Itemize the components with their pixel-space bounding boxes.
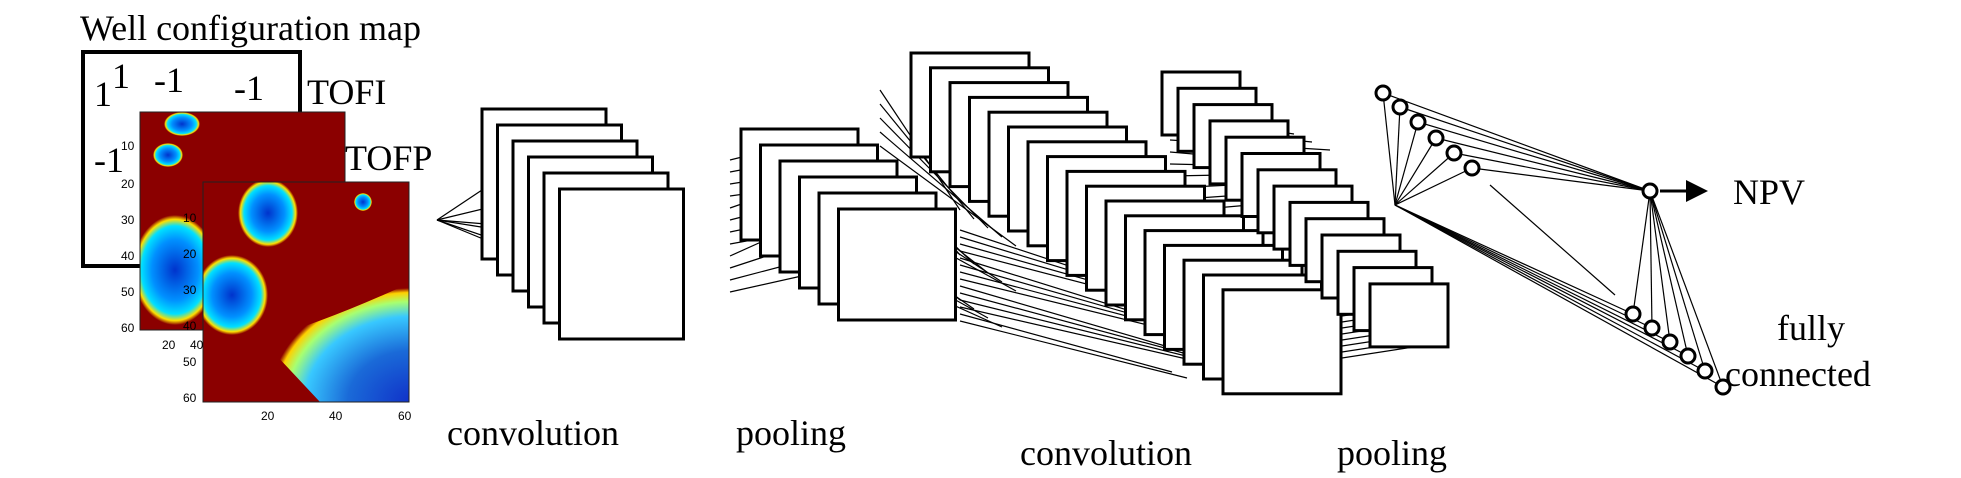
well-value: -1: [94, 140, 124, 180]
fc-neuron: [1679, 347, 1697, 365]
well-value: -1: [154, 60, 184, 100]
fc-neuron: [1463, 159, 1481, 177]
fc-neuron: [1391, 98, 1409, 116]
tick-label: 20: [121, 177, 135, 191]
pool2-feature-map: [1368, 282, 1450, 349]
fc-neuron: [1643, 319, 1661, 337]
tick-label: 40: [121, 249, 135, 263]
tick-label: 60: [121, 321, 135, 335]
diagram-title: Well configuration map: [80, 8, 421, 48]
fc-neuron: [1696, 362, 1714, 380]
fc-neuron: [1374, 84, 1392, 102]
feature-map-layers: [480, 51, 1450, 396]
tick-label: 30: [183, 283, 197, 297]
pool1-feature-map: [837, 207, 957, 322]
tick-label: 50: [183, 355, 197, 369]
tofp-label: TOFP: [345, 138, 432, 178]
tick-label: 60: [398, 409, 412, 423]
tick-label: 20: [183, 247, 197, 261]
fc-neuron: [1427, 129, 1445, 147]
output-neuron: [1641, 182, 1659, 200]
tick-label: 60: [183, 391, 197, 405]
tick-label: 20: [162, 338, 176, 352]
tofi-label: TOFI: [307, 72, 386, 112]
fc-neuron: [1714, 378, 1732, 396]
tick-label: 50: [121, 285, 135, 299]
tick-label: 10: [121, 139, 135, 153]
arrow-head-icon: [1686, 180, 1708, 202]
well-value: -1: [234, 68, 264, 108]
tick-label: 20: [261, 409, 275, 423]
well-value: 1: [112, 56, 130, 96]
fc-neuron: [1445, 144, 1463, 162]
label-pooling-2: pooling: [1337, 433, 1447, 473]
conv1-feature-map: [558, 187, 685, 341]
label-convolution-1: convolution: [447, 413, 619, 453]
well-value: 1: [94, 74, 112, 114]
fc-label-line2: connected: [1725, 354, 1871, 394]
fc-label-line1: fully: [1777, 308, 1845, 348]
output-label: NPV: [1733, 172, 1805, 212]
label-pooling-1: pooling: [736, 413, 846, 453]
tick-label: 40: [190, 338, 204, 352]
tofp-heatmap: [203, 182, 409, 402]
tick-label: 10: [183, 211, 197, 225]
conv2-feature-map: [1221, 288, 1343, 396]
fully-connected-nodes: [1374, 84, 1732, 396]
fc-neuron: [1624, 305, 1642, 323]
fc-neuron: [1661, 333, 1679, 351]
fc-neuron: [1409, 113, 1427, 131]
tick-label: 30: [121, 213, 135, 227]
tick-label: 40: [329, 409, 343, 423]
tick-label: 40: [183, 319, 197, 333]
label-convolution-2: convolution: [1020, 433, 1192, 473]
